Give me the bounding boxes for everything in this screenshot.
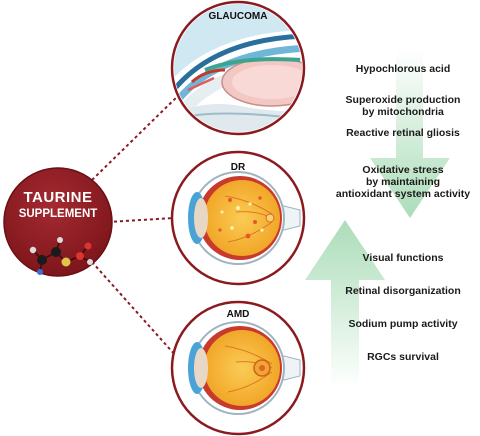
diabetic-retinopathy-eyeball-icon: [170, 150, 306, 286]
connector-dr: [107, 217, 175, 223]
condition-glaucoma-label: GLAUCOMA: [208, 11, 268, 22]
increase-arrow: [305, 220, 385, 388]
macular-degeneration-eyeball-icon: [170, 300, 306, 436]
increase-item-visual-functions: Visual functions: [362, 252, 444, 264]
decrease-item-superoxide: Superoxide production by mitochondria: [345, 94, 461, 118]
connector-lines: [91, 89, 185, 357]
decrease-arrow: [370, 50, 450, 218]
condition-dr-label: DR: [230, 162, 246, 173]
decrease-item-oxidative-stress: Oxidative stress by maintaining antioxid…: [335, 164, 471, 200]
glaucoma-eye-section-icon: [170, 0, 306, 136]
increase-item-sodium-pump: Sodium pump activity: [348, 318, 458, 330]
increase-item-rgcs-survival: RGCs survival: [367, 351, 439, 363]
decrease-item-hypochlorous-acid: Hypochlorous acid: [355, 63, 451, 75]
taurine-supplement-badge: [3, 167, 113, 277]
taurine-title: TAURINE: [23, 189, 93, 206]
connector-glaucoma: [91, 89, 185, 181]
supplement-title: SUPPLEMENT: [18, 208, 98, 220]
decrease-item-gliosis: Reactive retinal gliosis: [346, 127, 460, 139]
connector-amd: [91, 261, 177, 357]
increase-item-retinal-disorganization: Retinal disorganization: [345, 285, 461, 297]
condition-amd-label: AMD: [226, 309, 250, 320]
